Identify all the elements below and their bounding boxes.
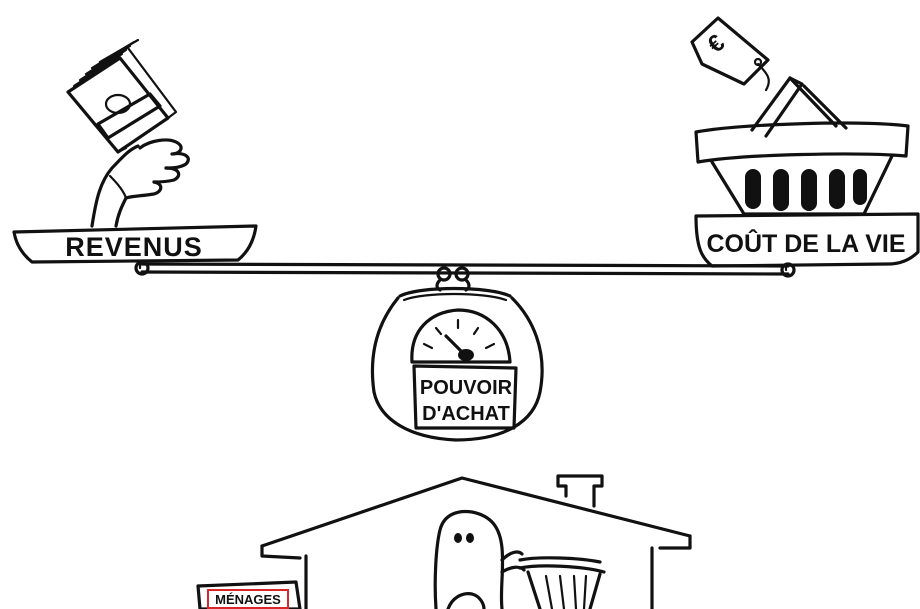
price-tag-icon: € [692,18,769,90]
right-pan: COÛT DE LA VIE [696,214,918,270]
gauge-icon [412,310,510,362]
house-icon [262,476,690,609]
revenus-label: REVENUS [65,232,203,262]
menages-sign: MÉNAGES [198,582,300,609]
menages-label: MÉNAGES [215,592,281,607]
money-hand-icon [68,40,188,226]
pouvoir-achat-tag: POUVOIR D'ACHAT [414,366,516,428]
shopping-basket-icon [696,78,908,214]
small-basket-icon [520,558,604,609]
pouvoir-label: POUVOIR [420,377,513,399]
cout-de-la-vie-label: COÛT DE LA VIE [706,228,905,258]
left-pan: REVENUS [14,226,256,268]
person-icon [435,512,524,609]
svg-text:€: € [703,29,731,58]
achat-label: D'ACHAT [422,403,510,425]
